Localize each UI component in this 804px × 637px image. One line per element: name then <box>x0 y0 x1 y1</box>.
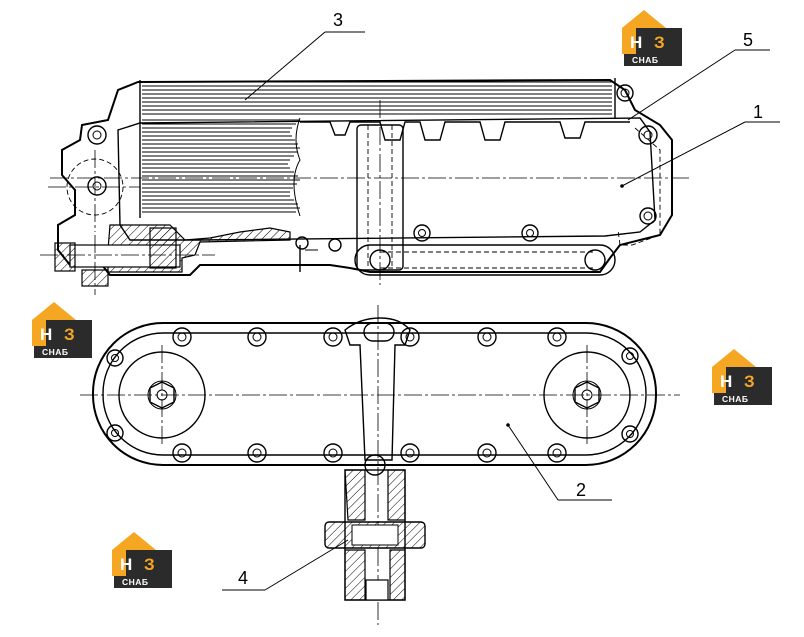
svg-text:СНАБ: СНАБ <box>632 55 659 65</box>
valve-insert <box>149 227 177 269</box>
cover-pipe-neck <box>344 317 411 461</box>
upper-flange-scallops <box>300 121 630 141</box>
svg-text:СНАБ: СНАБ <box>722 394 749 404</box>
callout-5-label: 5 <box>743 30 753 50</box>
svg-text:Н: Н <box>40 325 52 344</box>
svg-text:Н: Н <box>630 33 642 52</box>
inlet-plug <box>54 242 76 272</box>
svg-text:Н: Н <box>120 555 132 574</box>
watermark-logo: Н З СНАБ <box>32 302 92 358</box>
bottom-cover-view <box>80 305 680 625</box>
lower-tube <box>354 244 616 276</box>
top-bolts <box>87 84 658 252</box>
callout-2-label: 2 <box>576 480 586 500</box>
lower-pipe-section <box>344 469 406 521</box>
callout-3: 3 <box>244 10 365 101</box>
callout-1-label: 1 <box>753 102 763 122</box>
callout-2: 2 <box>506 423 612 501</box>
svg-text:СНАБ: СНАБ <box>42 347 69 357</box>
cooler-core-fins <box>139 78 616 218</box>
callout-1: 1 <box>621 102 780 187</box>
top-assembly-view <box>40 78 690 295</box>
right-hidden-outline <box>617 127 661 246</box>
watermark-logo: Н З СНАБ <box>622 10 682 66</box>
svg-text:З: З <box>64 325 75 344</box>
cover-inner-outline <box>102 332 647 456</box>
cover-bolts <box>106 327 639 463</box>
callout-3-label: 3 <box>333 10 343 30</box>
svg-text:Н: Н <box>720 372 732 391</box>
svg-text:З: З <box>654 33 665 52</box>
callout-4-label: 4 <box>238 568 248 588</box>
svg-text:З: З <box>144 555 155 574</box>
watermark-logo: Н З СНАБ <box>112 532 172 588</box>
svg-text:З: З <box>744 372 755 391</box>
watermark-logo: Н З СНАБ <box>712 349 772 405</box>
cooler-inner-outline <box>117 117 656 241</box>
callout-5: 5 <box>627 30 770 121</box>
callout-4: 4 <box>222 539 349 591</box>
svg-text:СНАБ: СНАБ <box>122 577 149 587</box>
